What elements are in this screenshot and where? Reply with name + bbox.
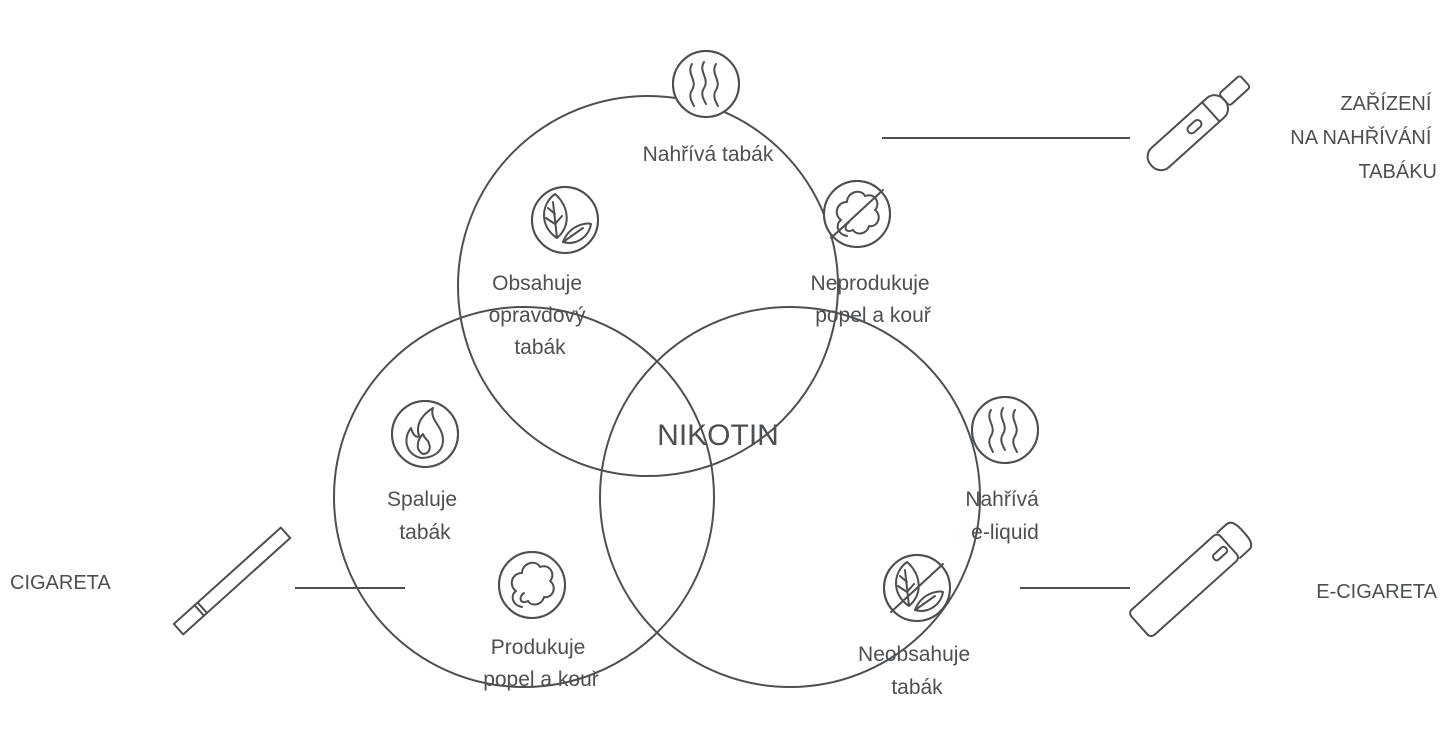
center-label: NIKOTIN bbox=[657, 419, 779, 452]
ecig-feature-label: Nahřívá e-liquid bbox=[965, 488, 1044, 544]
overlap-heated-ecig-label: Neprodukuje popel a kouř bbox=[811, 272, 936, 327]
flame-icon bbox=[391, 400, 459, 468]
cigarette-circle bbox=[333, 306, 715, 688]
cigarette-name: CIGARETA bbox=[10, 572, 111, 594]
overlap-cig-heated-label: Obsahuje opravdový tabák bbox=[489, 272, 592, 359]
heated-tobacco-circle bbox=[457, 95, 839, 477]
steam-icon bbox=[672, 50, 740, 118]
heated-device-icon bbox=[1146, 75, 1251, 172]
heated-tobacco-name: ZAŘÍZENÍ NA NAHŘÍVÁNÍ TABÁKU bbox=[1290, 92, 1437, 183]
e-cigarette-icon bbox=[1129, 521, 1253, 638]
leaf-icon bbox=[531, 186, 599, 254]
ecig-feature2-label: Neobsahuje tabák bbox=[858, 643, 976, 699]
heated-feature-label: Nahřívá tabák bbox=[643, 143, 774, 166]
e-cigarette-circle bbox=[599, 306, 981, 688]
smoke-icon bbox=[498, 551, 566, 619]
steam-icon bbox=[971, 396, 1039, 464]
cigarette-feature-label: Spaluje tabák bbox=[387, 488, 463, 544]
no-smoke-icon bbox=[823, 180, 891, 248]
cigarette-feature2-label: Produkuje popel a kouř bbox=[483, 636, 600, 691]
cigarette-icon bbox=[172, 526, 292, 636]
no-leaf-icon bbox=[883, 554, 951, 622]
e-cigarette-name: E-CIGARETA bbox=[1316, 581, 1437, 603]
